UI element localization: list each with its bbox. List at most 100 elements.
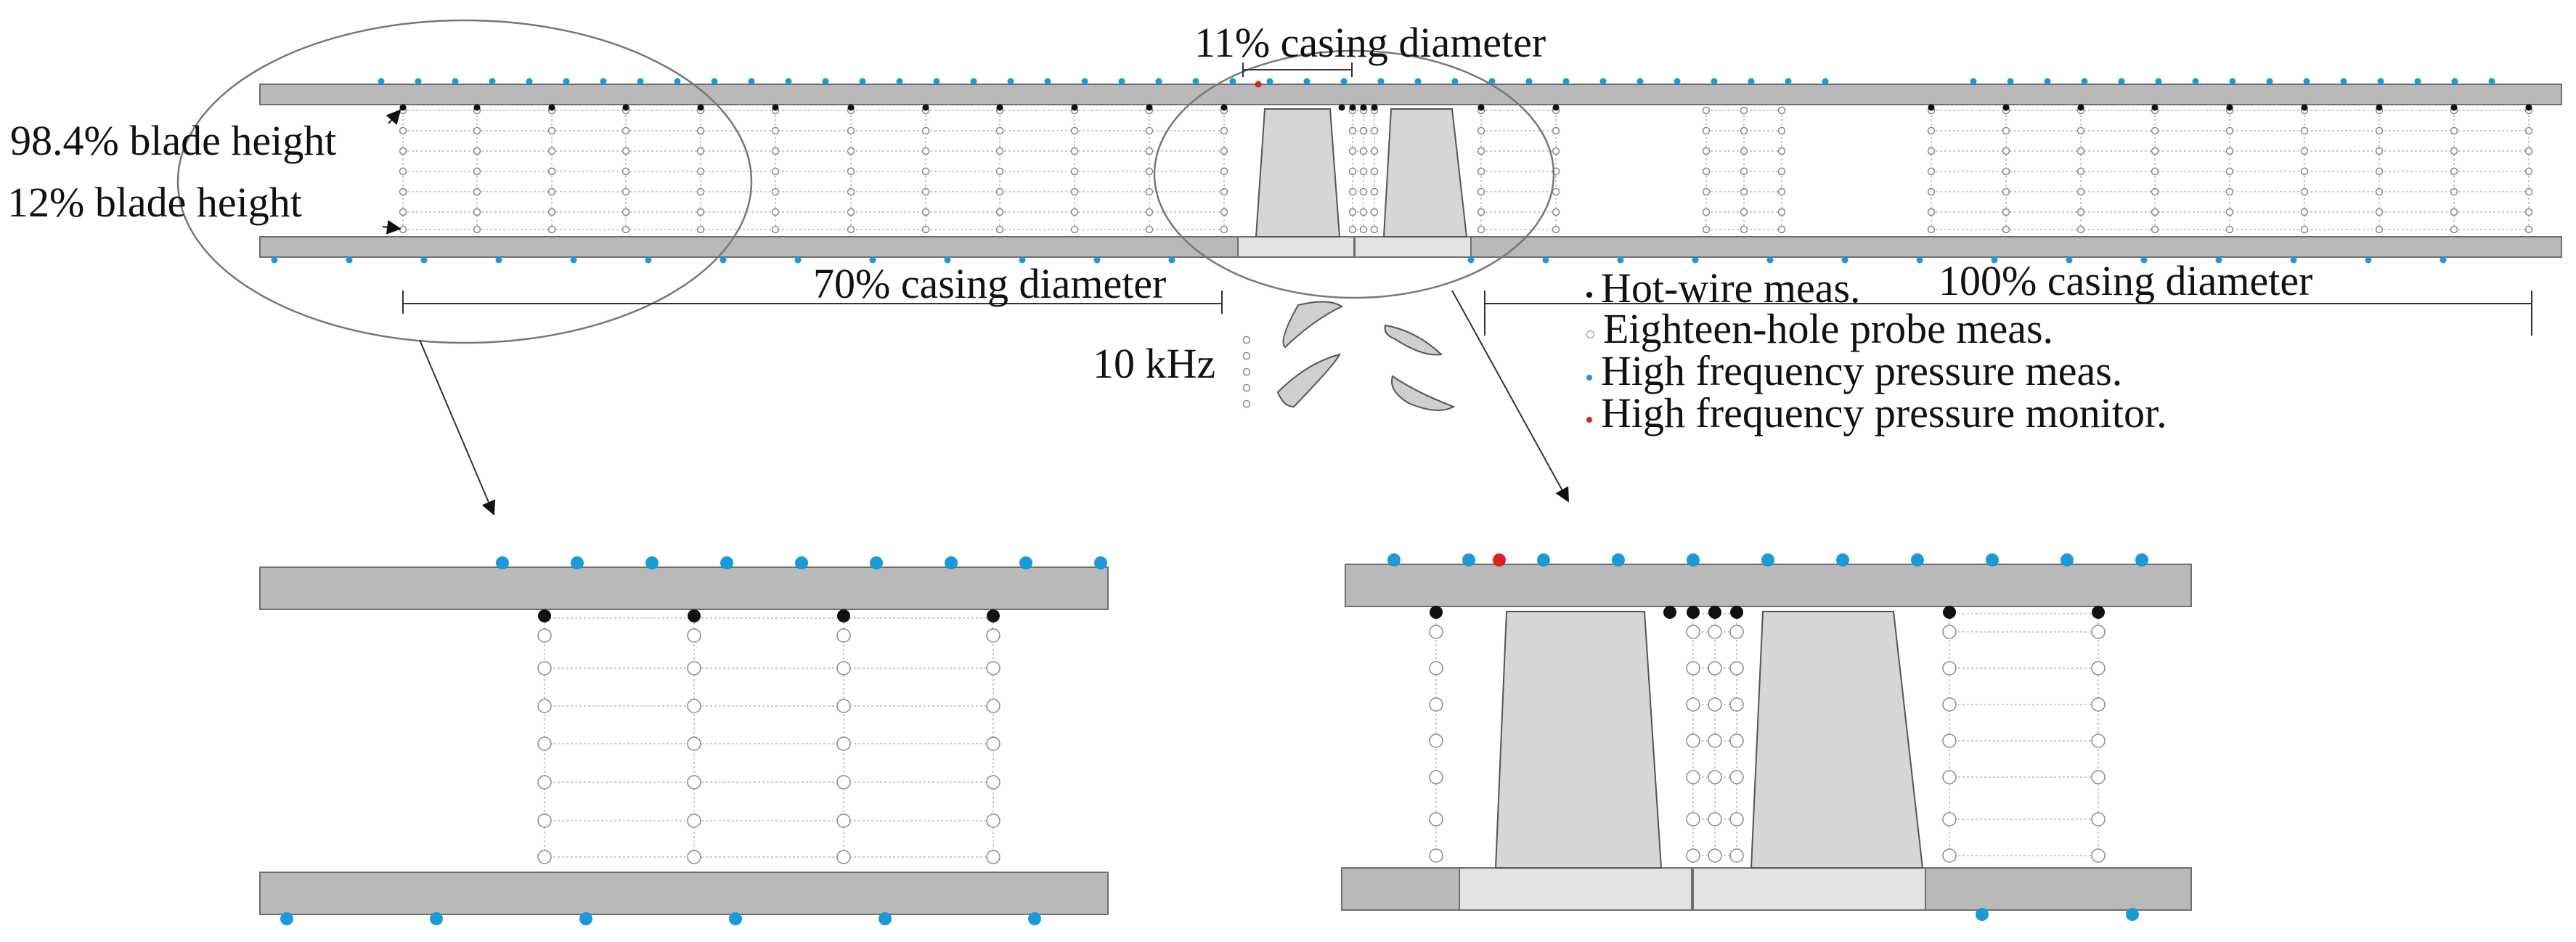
probe-point [2450, 208, 2458, 216]
pressure-sensor [2007, 78, 2014, 85]
probe-point [547, 126, 556, 135]
pressure-sensor [1836, 553, 1849, 567]
probe-point [2524, 187, 2533, 196]
probe-point [537, 813, 552, 828]
hotwire-point [622, 104, 629, 111]
probe-point [2450, 147, 2458, 155]
pressure-sensor [2192, 78, 2199, 85]
pressure-sensor [2303, 78, 2310, 85]
probe-point [1729, 734, 1744, 748]
probe-point [847, 225, 855, 234]
hotwire-point [2077, 104, 2084, 111]
label-casing-100: 100% casing diameter [1939, 257, 2313, 304]
probe-point [1242, 336, 1251, 344]
legend-item: Hot-wire meas. [1586, 267, 1861, 309]
pressure-sensor [2340, 78, 2347, 85]
hotwire-point [2226, 104, 2233, 111]
probe-point [1370, 225, 1379, 234]
pressure-sensor [944, 256, 951, 264]
probe-point [1702, 208, 1711, 216]
probe-point [1686, 770, 1700, 784]
probe-point [696, 147, 705, 155]
probe-point [2002, 126, 2010, 135]
probe-point [995, 167, 1004, 176]
probe-point [621, 167, 630, 176]
probe-point [2524, 147, 2533, 155]
probe-point [1370, 208, 1379, 216]
pressure-sensor [785, 78, 792, 85]
probe-point [1220, 187, 1228, 196]
pressure-sensor [2140, 256, 2148, 264]
probe-point [1702, 126, 1711, 135]
probe-point [1477, 126, 1485, 135]
probe-point [687, 775, 701, 789]
pressure-sensor [2061, 553, 2074, 567]
label-blade-height-high: 98.4% blade height [10, 117, 337, 164]
probe-point [1359, 187, 1368, 196]
rotor-blade [1382, 108, 1468, 237]
probe-point [1220, 225, 1228, 234]
zoom-ellipse-left [176, 19, 753, 344]
pressure-sensor [430, 912, 443, 925]
probe-point [1145, 126, 1154, 135]
probe-point [1942, 625, 1957, 639]
probe-point [836, 736, 851, 751]
probe-point [399, 167, 407, 176]
label-frequency: 10 kHz [1093, 340, 1216, 387]
probe-point [1242, 368, 1251, 376]
pressure-sensor [526, 78, 533, 85]
probe-point [1220, 208, 1228, 216]
probe-point [1777, 208, 1786, 216]
pressure-sensor [1617, 256, 1624, 264]
probe-point [2524, 225, 2533, 234]
probe-point [1242, 383, 1251, 392]
pressure-sensor [720, 556, 733, 569]
probe-point [1552, 208, 1560, 216]
dimension-100-percent [1484, 291, 2532, 336]
probe-point [1370, 147, 1379, 155]
probe-point [986, 736, 1000, 751]
blade-height-low-pointer [382, 219, 402, 235]
probe-point [547, 187, 556, 196]
pressure-sensor [570, 256, 577, 264]
pressure-sensor [1007, 78, 1014, 85]
probe-point [921, 126, 930, 135]
zoom-right-section [1341, 553, 2192, 921]
zoom-right-monitor-sensor [1493, 553, 1506, 567]
legend-item: High frequency pressure monitor. [1586, 392, 2167, 434]
probe-point [2375, 187, 2384, 196]
probe-point [1702, 106, 1711, 115]
probe-point [1145, 187, 1154, 196]
probe-point [473, 208, 481, 216]
pressure-sensor [1748, 78, 1755, 85]
probe-point [1145, 208, 1154, 216]
probe-point [1070, 208, 1079, 216]
probe-point [696, 167, 705, 176]
probe-point [1070, 187, 1079, 196]
probe-point [1552, 126, 1560, 135]
probe-point [836, 699, 851, 713]
probe-point [1552, 225, 1560, 234]
pressure-sensor [2229, 78, 2236, 85]
probe-point [1359, 225, 1368, 234]
probe-point [2091, 812, 2106, 827]
overview-probe-grid [399, 106, 2533, 234]
hotwire-point [473, 104, 481, 111]
probe-point [847, 147, 855, 155]
probe-point [1070, 167, 1079, 176]
pressure-sensor [495, 256, 502, 264]
probe-point [547, 167, 556, 176]
probe-point [986, 628, 1000, 643]
probe-point [2300, 225, 2309, 234]
pressure-sensor [1451, 78, 1459, 85]
probe-point [1070, 225, 1079, 234]
pressure-sensor [1044, 78, 1051, 85]
probe-point [1942, 770, 1957, 784]
pressure-sensor [1612, 553, 1625, 567]
hotwire-point [1477, 104, 1485, 111]
hotwire-point [2450, 104, 2458, 111]
legend-label: Eighteen-hole probe meas. [1603, 305, 2054, 352]
pressure-sensor [1986, 553, 1999, 567]
pressure-sensor [970, 78, 977, 85]
